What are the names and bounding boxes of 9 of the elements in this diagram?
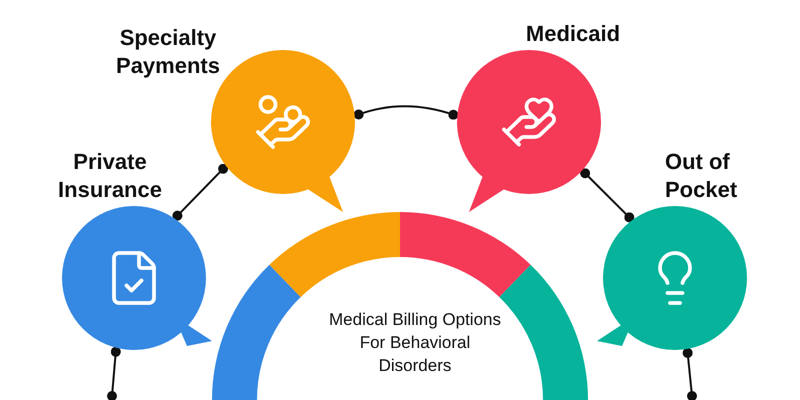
connector-line xyxy=(107,346,121,400)
option-heading: Out of Pocket xyxy=(665,148,738,204)
connector-line xyxy=(682,348,697,400)
option-heading: Specialty Payments xyxy=(115,24,221,80)
option-heading: Medicaid xyxy=(524,20,622,48)
option-heading: Private Insurance xyxy=(57,148,163,204)
connector-line xyxy=(354,105,458,120)
connector-line xyxy=(580,168,634,222)
connector-line xyxy=(172,164,228,221)
